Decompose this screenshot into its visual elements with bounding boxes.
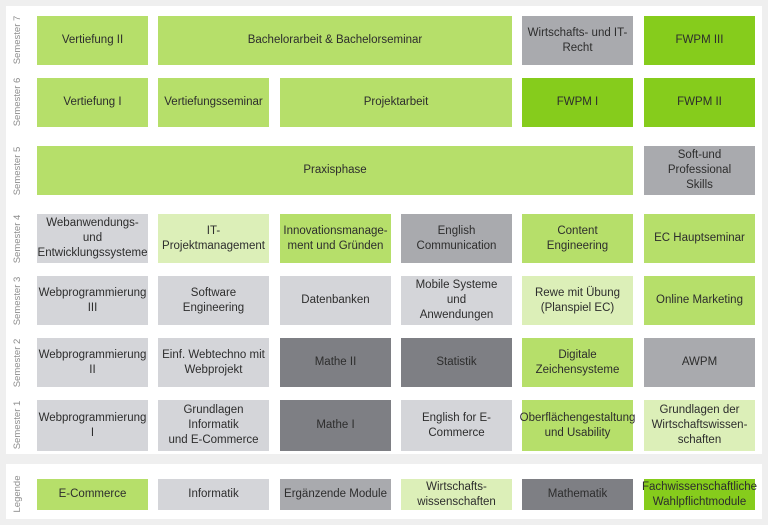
legend-label: Legende: [12, 475, 23, 513]
semester-7-label: Semester 7: [12, 15, 23, 65]
module-ec-hauptseminar: EC Hauptseminar: [644, 214, 755, 263]
module-vertiefung-1: Vertiefung I: [37, 78, 148, 127]
module-vertiefungsseminar: Vertiefungsseminar: [158, 78, 269, 127]
module-wirtschafts-it-recht: Wirtschafts- und IT-Recht: [522, 16, 633, 65]
module-mathe-1: Mathe I: [280, 400, 391, 451]
module-innovationsmanagement: Innovationsmanage- ment und Gründen: [280, 214, 391, 263]
module-soft-skills: Soft-und Professional Skills: [644, 146, 755, 195]
module-projektarbeit: Projektarbeit: [280, 78, 512, 127]
module-content-engineering: Content Engineering: [522, 214, 633, 263]
semester-2-label: Semester 2: [12, 338, 23, 388]
semester-1-label: Semester 1: [12, 400, 23, 450]
module-english-ecommerce: English for E-Commerce: [401, 400, 512, 451]
module-fwpm-2: FWPM II: [644, 78, 755, 127]
module-grundlagen-wirtschaft: Grundlagen der Wirtschaftswissen- schaft…: [644, 400, 755, 451]
module-vertiefung-2: Vertiefung II: [37, 16, 148, 65]
module-mathe-2: Mathe II: [280, 338, 391, 387]
legend-informatik: Informatik: [158, 479, 269, 510]
module-digitale-zeichensysteme: Digitale Zeichensysteme: [522, 338, 633, 387]
module-mobile-systeme: Mobile Systeme und Anwendungen: [401, 276, 512, 325]
module-it-projektmanagement: IT-Projektmanagement: [158, 214, 269, 263]
legend-mathematik: Mathematik: [522, 479, 633, 510]
module-rewe: Rewe mit Übung (Planspiel EC): [522, 276, 633, 325]
semester-5-label: Semester 5: [12, 146, 23, 196]
module-awpm: AWPM: [644, 338, 755, 387]
module-webtechno: Einf. Webtechno mit Webprojekt: [158, 338, 269, 387]
module-statistik: Statistik: [401, 338, 512, 387]
module-oberflaechengestaltung: Oberflächengestaltung und Usability: [520, 400, 635, 451]
module-software-engineering: Software Engineering: [158, 276, 269, 325]
module-bachelorarbeit: Bachelorarbeit & Bachelorseminar: [158, 16, 512, 65]
semester-3-label: Semester 3: [12, 276, 23, 326]
module-online-marketing: Online Marketing: [644, 276, 755, 325]
module-fwpm-1: FWPM I: [522, 78, 633, 127]
legend-ecommerce: E-Commerce: [37, 479, 148, 510]
module-webprogrammierung-3: Webprogrammierung III: [37, 276, 148, 325]
module-webprogrammierung-1: Webprogrammierung I: [37, 400, 148, 451]
semester-6-label: Semester 6: [12, 77, 23, 127]
module-fwpm-3: FWPM III: [644, 16, 755, 65]
semester-4-label: Semester 4: [12, 214, 23, 264]
module-webprogrammierung-2: Webprogrammierung II: [37, 338, 148, 387]
module-praxisphase: Praxisphase: [37, 146, 633, 195]
legend-wirtschaftswissenschaften: Wirtschafts- wissenschaften: [401, 479, 512, 510]
module-grundlagen-informatik: Grundlagen Informatik und E-Commerce: [158, 400, 269, 451]
module-english-communication: English Communication: [401, 214, 512, 263]
module-datenbanken: Datenbanken: [280, 276, 391, 325]
module-webanwendungen: Webanwendungs- und Entwicklungssysteme: [37, 214, 148, 263]
legend-ergaenzende-module: Ergänzende Module: [280, 479, 391, 510]
legend-fwpm: Fachwissenschaftliche Wahlpflichtmodule: [642, 479, 757, 510]
